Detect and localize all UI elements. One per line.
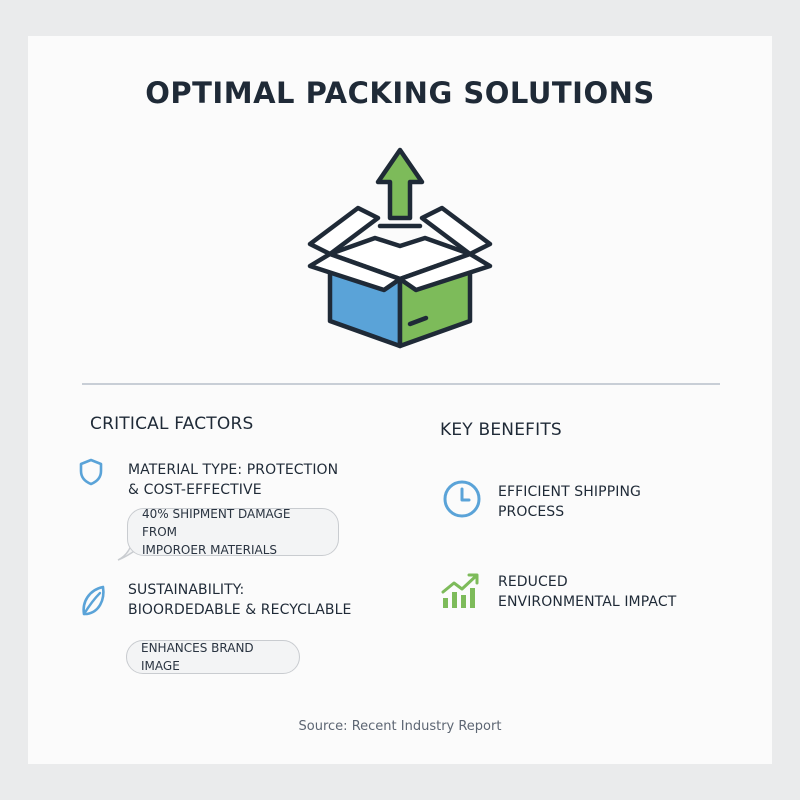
source-citation: Source: Recent Industry Report <box>298 719 502 734</box>
clock-icon <box>443 480 481 518</box>
damage-stat-line2: IMPOROER MATERIALS <box>142 543 278 557</box>
factor-material-type: MATERIAL TYPE: PROTECTION & COST-EFFECTI… <box>128 460 338 500</box>
factor-material-line2: & COST-EFFECTIVE <box>128 482 262 498</box>
factor-sustainability: SUSTAINABILITY: BIOORDEDABLE & RECYCLABL… <box>128 580 351 620</box>
benefit-shipping-line1: EFFICIENT SHIPPING <box>498 484 641 500</box>
shield-icon <box>79 458 103 486</box>
factor-material-line1: MATERIAL TYPE: PROTECTION <box>128 462 339 478</box>
benefit-shipping-line2: PROCESS <box>498 504 565 520</box>
damage-stat-note: 40% SHIPMENT DAMAGE FROM IMPOROER MATERI… <box>127 507 339 557</box>
damage-stat-line1: 40% SHIPMENT DAMAGE FROM <box>142 507 291 539</box>
leaf-icon <box>82 585 105 616</box>
growth-chart-icon <box>441 573 479 608</box>
brand-image-note: ENHANCES BRAND IMAGE <box>126 640 300 674</box>
benefit-efficient-shipping: EFFICIENT SHIPPING PROCESS <box>498 482 641 522</box>
page-title: OPTIMAL PACKING SOLUTIONS <box>145 76 655 110</box>
section-divider <box>82 383 720 385</box>
critical-factors-heading: CRITICAL FACTORS <box>90 414 254 434</box>
benefit-environmental-impact: REDUCED ENVIRONMENTAL IMPACT <box>498 572 676 612</box>
factor-sustainability-line1: SUSTAINABILITY: <box>128 582 245 598</box>
benefit-environmental-line1: REDUCED <box>498 574 568 590</box>
open-box-upload-icon <box>307 147 493 349</box>
key-benefits-heading: KEY BENEFITS <box>440 420 562 440</box>
benefit-environmental-line2: ENVIRONMENTAL IMPACT <box>498 594 677 610</box>
brand-image-text: ENHANCES BRAND IMAGE <box>141 641 254 673</box>
factor-sustainability-line2: BIOORDEDABLE & RECYCLABLE <box>128 602 352 618</box>
